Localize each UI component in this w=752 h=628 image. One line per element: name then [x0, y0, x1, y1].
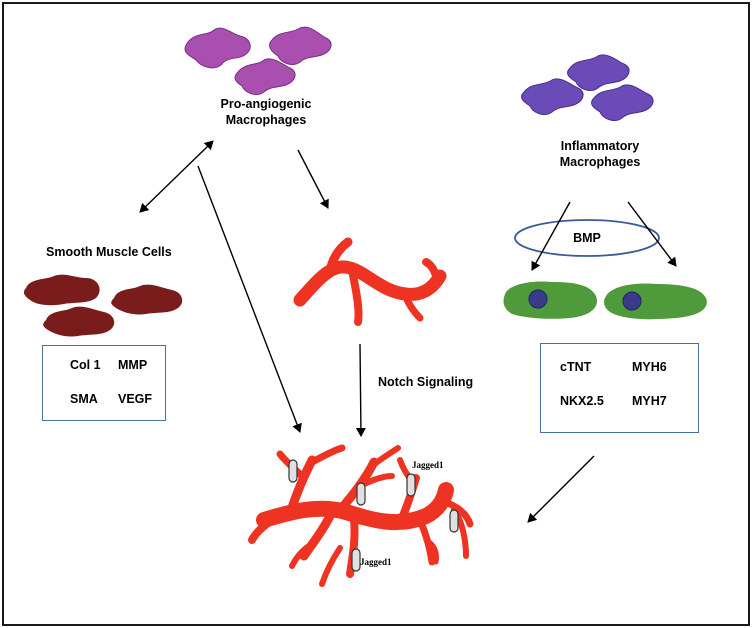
- cardiomyocyte-marker-box: [540, 343, 699, 433]
- single-vessel: [293, 237, 447, 326]
- mmp-label: MMP: [118, 358, 148, 372]
- sma-label: SMA: [70, 392, 98, 406]
- notch-signaling-label: Notch Signaling: [378, 375, 474, 389]
- inflammatory-label-line1: Inflammatory: [560, 139, 640, 153]
- arrows: [139, 140, 677, 523]
- myh7-label: MYH7: [632, 394, 667, 408]
- arrow-macrophage-network: [197, 165, 302, 433]
- proangiogenic-macrophage-cells: [184, 26, 332, 95]
- nkx25-label: NKX2.5: [560, 394, 604, 408]
- proangiogenic-label-line1: Pro-angiogenic: [220, 97, 312, 111]
- jagged1-markers: [288, 459, 459, 572]
- cardiomyocyte-cells: [503, 281, 707, 320]
- jagged1-label-lower: Jagged1: [360, 557, 392, 567]
- bmp-ellipse: [514, 219, 660, 257]
- smc-label: Smooth Muscle Cells: [46, 245, 172, 259]
- jagged1-label-upper: Jagged1: [412, 460, 444, 470]
- smc-marker-box: [42, 345, 166, 421]
- bmp-label: BMP: [573, 231, 601, 245]
- arrow-cm-network: [527, 455, 595, 523]
- inflammatory-label-line2: Macrophages: [559, 155, 641, 169]
- arrow-notch: [355, 343, 366, 437]
- proangiogenic-label-line2: Macrophages: [225, 113, 307, 127]
- arrow-macrophage-vessel: [297, 149, 329, 209]
- arrow-macrophage-smc: [139, 140, 214, 213]
- myh6-label: MYH6: [632, 360, 667, 374]
- inflammatory-label: Inflammatory Macrophages: [540, 138, 660, 170]
- ctnt-label: cTNT: [560, 360, 592, 374]
- arrow-inflam-cm-left: [531, 201, 571, 271]
- inflammatory-macrophage-cells: [521, 54, 654, 121]
- smooth-muscle-cells: [23, 274, 183, 337]
- arrow-inflam-cm-right: [627, 201, 677, 267]
- proangiogenic-label: Pro-angiogenic Macrophages: [196, 96, 336, 128]
- col1-label: Col 1: [70, 358, 101, 372]
- vegf-label: VEGF: [118, 392, 153, 406]
